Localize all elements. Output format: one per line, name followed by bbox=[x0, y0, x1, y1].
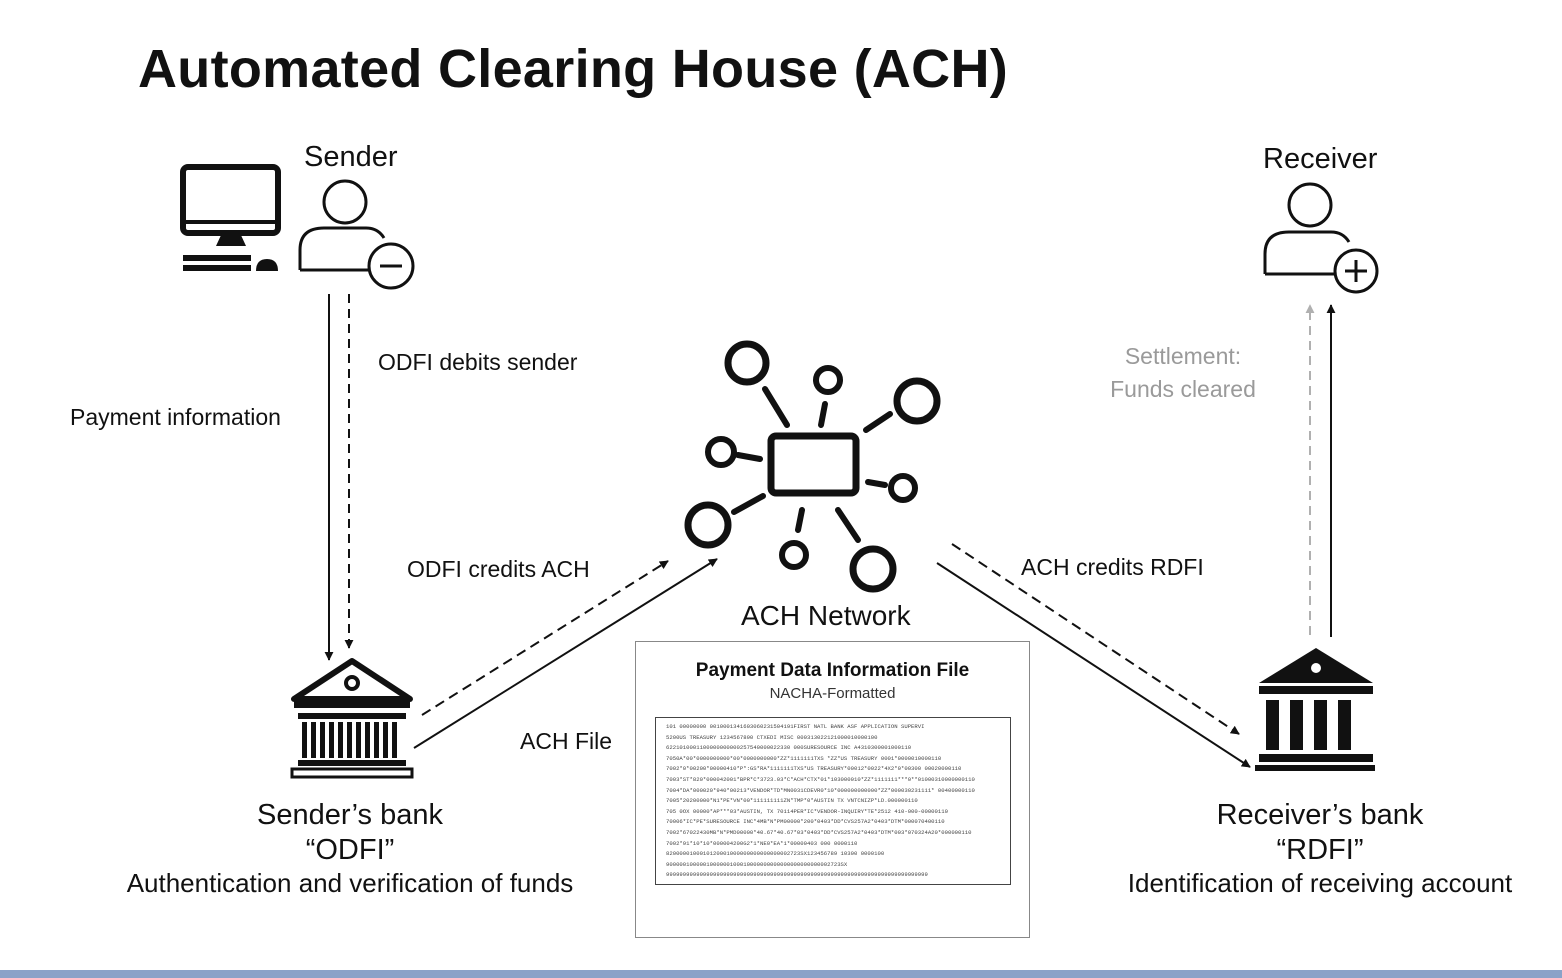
payment-information-label: Payment information bbox=[70, 404, 281, 430]
payment-data-file: Payment Data Information File NACHA-Form… bbox=[635, 641, 1030, 938]
payment-file-record-line: 7002*67022430MB*N*PMD00000*40.67*40.67*0… bbox=[666, 828, 972, 836]
payment-file-record-line: 705 0OX 00000*AP***03*AUSTIN, TX 70114PE… bbox=[666, 807, 948, 815]
payment-file-record-line: 7050A*00*0000000000*00*0000000000*ZZ*111… bbox=[666, 754, 942, 762]
settlement-label-line1: Settlement: bbox=[1124, 343, 1242, 369]
ach-credits-rdfi-label: ACH credits RDFI bbox=[1021, 554, 1204, 580]
settlement-label-line2: Funds cleared bbox=[1110, 376, 1256, 402]
ach-network-label: ACH Network bbox=[741, 600, 911, 631]
payment-file-record-line: 8200000100010120001000000000000000002723… bbox=[666, 850, 885, 858]
receivers-bank-caption: Receiver’s bank “RDFI” Identification of… bbox=[1090, 798, 1550, 898]
senders-bank-icon bbox=[290, 658, 414, 779]
payment-file-record-line: 101 00000000 0010001341603060231504191FI… bbox=[666, 723, 925, 730]
payment-file-record-line: 5200US TREASURY 1234567890 CTXEDI MISC 0… bbox=[666, 733, 878, 741]
ach-file-label: ACH File bbox=[520, 728, 613, 754]
payment-file-record-line: 7002*91*10*10*000004200G2*1*NE0*EA*1*000… bbox=[666, 839, 858, 847]
senders-bank-name: Sender’s bank bbox=[257, 799, 443, 831]
payment-file-record-line: 70006*IC*PE*SURESOURCE INC*4MB*N*PM00000… bbox=[666, 818, 945, 826]
payment-file-record-line: 9999999999999999999999999999999999999999… bbox=[666, 871, 928, 879]
sender-person-icon bbox=[298, 179, 415, 290]
receiver-person-icon bbox=[1263, 182, 1379, 294]
payment-file-record-line: 7005*20200000*N1*PE*VN*00*111111111ZN*TM… bbox=[666, 797, 918, 805]
ach-credits-rdfi-arrow bbox=[951, 543, 1240, 735]
receiver-label: Receiver bbox=[1263, 143, 1378, 175]
odfi-credits-ach-label: ODFI credits ACH bbox=[407, 556, 590, 582]
settlement-label: Settlement: Funds cleared bbox=[1098, 343, 1268, 403]
receivers-bank-code: “RDFI” bbox=[1276, 834, 1364, 866]
payment-file-title: Payment Data Information File bbox=[695, 660, 970, 681]
ach-network-icon bbox=[684, 340, 941, 593]
odfi-credits-ach-arrow bbox=[421, 560, 669, 716]
receivers-bank-icon bbox=[1255, 648, 1375, 771]
payment-file-subtitle: NACHA-Formatted bbox=[769, 685, 896, 702]
computer-icon bbox=[180, 164, 281, 271]
odfi-debits-sender-label: ODFI debits sender bbox=[378, 349, 578, 375]
payment-file-record-line: 7003*ST*820*000042001*BPR*C*3723.03*C*AC… bbox=[666, 775, 975, 783]
payment-file-record-line: 7004*DA*000020*940*00213*VENDOR*TD*MN003… bbox=[666, 786, 975, 794]
ach-to-rdfi-arrow bbox=[936, 562, 1251, 768]
payment-file-record-line: 9000001000001000000100010000000000000000… bbox=[666, 860, 848, 868]
payment-file-records: 101 00000000 0010001341603060231504191FI… bbox=[655, 717, 1011, 885]
ach-file-arrow bbox=[413, 558, 718, 749]
payment-file-record-line: 7002*0*00200*00000410*P*:GS*RA*1111111TX… bbox=[666, 765, 962, 773]
bottom-bar bbox=[0, 970, 1562, 978]
senders-bank-code: “ODFI” bbox=[305, 834, 395, 866]
page-title: Automated Clearing House (ACH) bbox=[138, 39, 1009, 99]
senders-bank-role: Authentication and verification of funds bbox=[126, 868, 574, 898]
sender-label: Sender bbox=[304, 141, 398, 173]
receivers-bank-role: Identification of receiving account bbox=[1127, 868, 1513, 898]
senders-bank-caption: Sender’s bank “ODFI” Authentication and … bbox=[80, 798, 620, 898]
payment-file-record-line: 6221010001100000000000257540000022330 00… bbox=[666, 744, 912, 752]
receivers-bank-name: Receiver’s bank bbox=[1216, 799, 1424, 831]
